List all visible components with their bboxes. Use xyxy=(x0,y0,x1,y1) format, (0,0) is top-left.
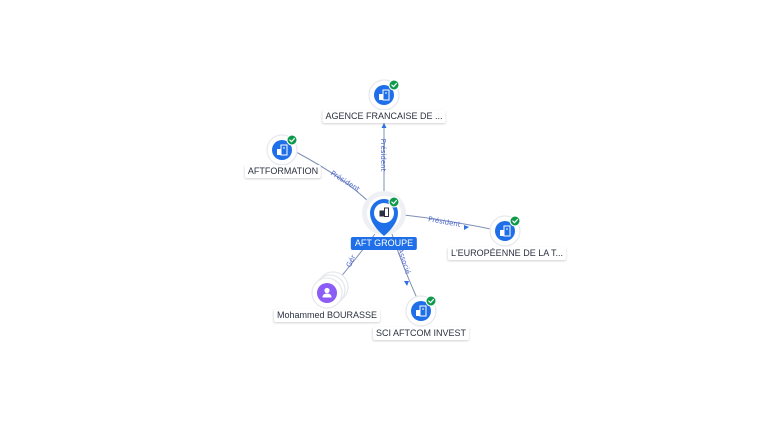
building-icon xyxy=(416,305,427,317)
edge-sci-arrow xyxy=(404,281,409,286)
node-label-europeenne[interactable]: L'EUROPÉENNE DE LA T... xyxy=(447,247,567,260)
center-node-label[interactable]: AFT GROUPE xyxy=(350,237,418,250)
node-agence[interactable] xyxy=(368,79,400,111)
edge-label-europeenne: Président xyxy=(428,215,462,229)
node-label-agence[interactable]: AGENCE FRANCAISE DE ... xyxy=(322,110,446,123)
building-icon xyxy=(379,89,390,101)
edge-label-agence: Président xyxy=(379,139,387,172)
edge-agence-arrow xyxy=(381,123,387,128)
node-aftformation[interactable] xyxy=(266,134,298,166)
check-badge-icon xyxy=(388,196,400,208)
check-badge-icon xyxy=(286,134,298,146)
node-label-aftformation[interactable]: AFTFORMATION xyxy=(244,165,322,178)
check-badge-icon xyxy=(425,295,437,307)
check-badge-icon xyxy=(388,79,400,91)
node-sci[interactable] xyxy=(405,295,437,327)
building-icon xyxy=(379,207,389,217)
building-icon xyxy=(277,144,288,156)
center-node[interactable] xyxy=(362,191,406,236)
person-icon xyxy=(322,287,332,298)
node-label-sci[interactable]: SCI AFTCOM INVEST xyxy=(372,327,470,340)
check-badge-icon xyxy=(509,215,521,227)
node-person[interactable] xyxy=(311,271,349,309)
node-label-person[interactable]: Mohammed BOURASSE xyxy=(273,309,381,322)
edge-europeenne-arrow xyxy=(464,225,469,230)
edge-label-aftformation: Président xyxy=(329,169,361,193)
edge-label-sci: Associé xyxy=(396,248,412,276)
edge-aftformation xyxy=(295,151,373,206)
edge-label-person: Gér xyxy=(345,254,358,269)
node-europeenne[interactable] xyxy=(489,215,521,247)
building-icon xyxy=(500,225,511,237)
